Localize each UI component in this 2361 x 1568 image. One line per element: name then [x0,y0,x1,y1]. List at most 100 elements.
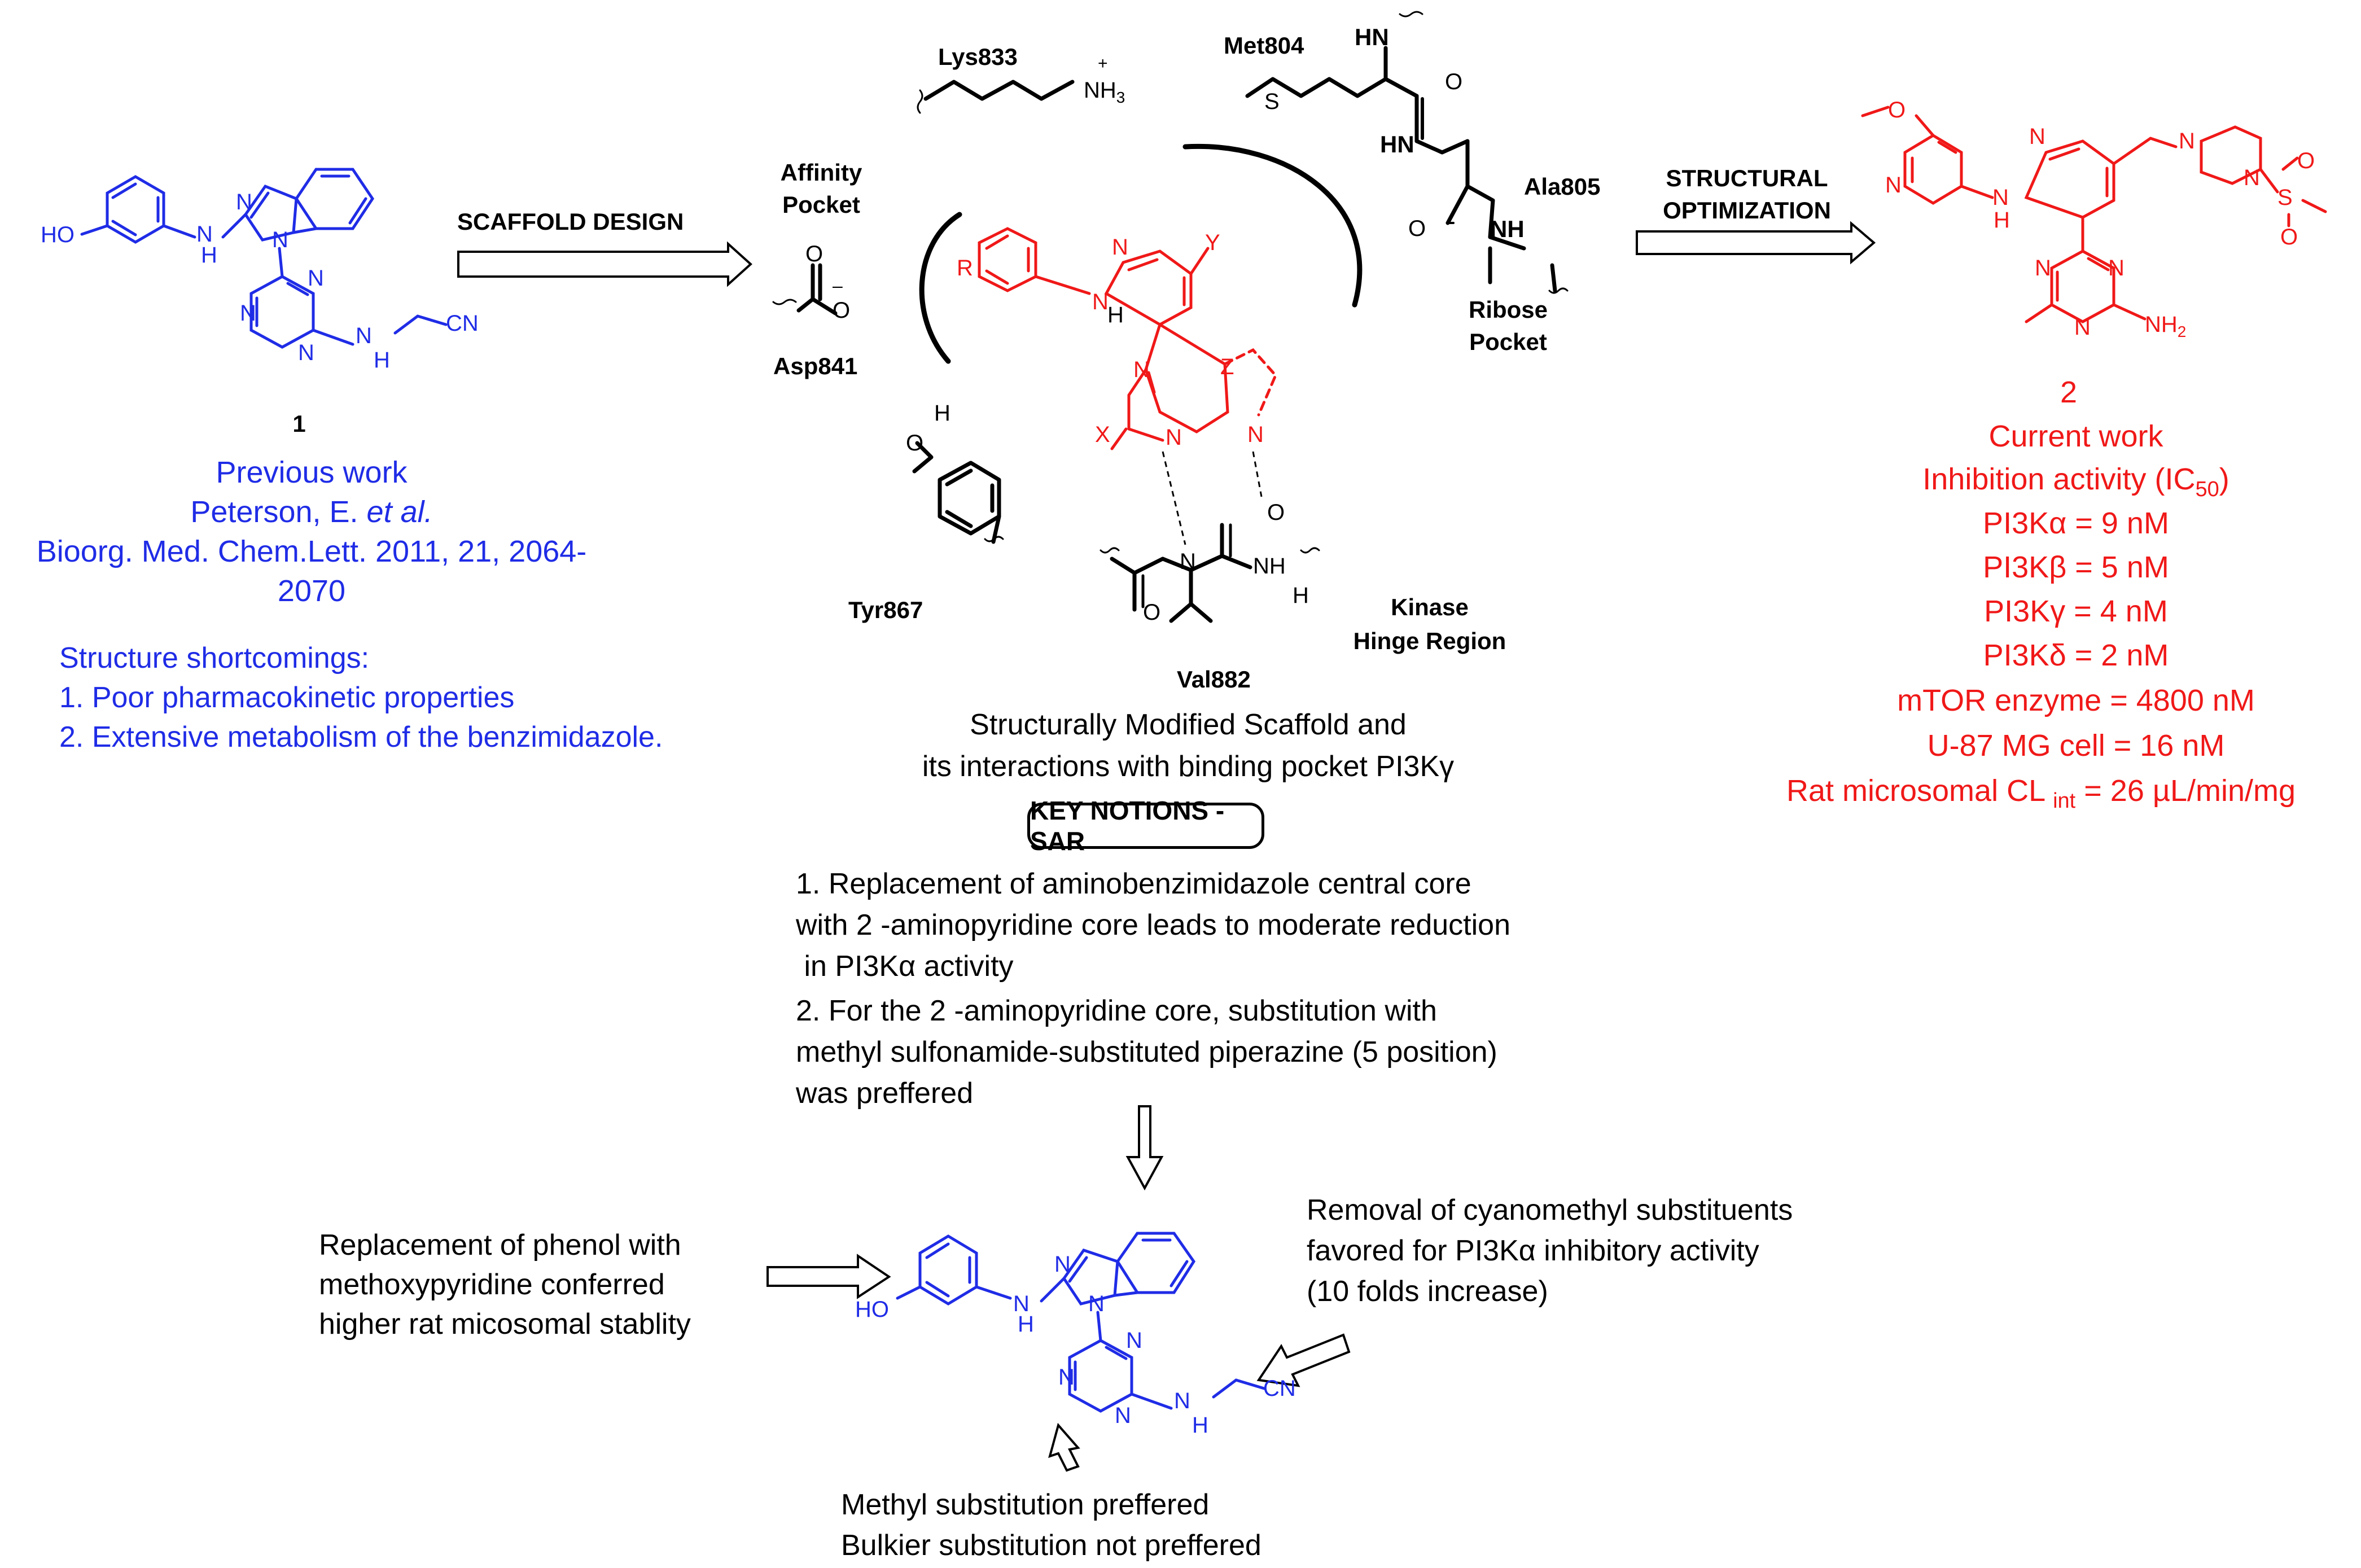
c2-activity-pi3k-gamma: PI3Kγ = 4 nM [1984,594,2168,628]
compound-1-structure [80,168,448,349]
c2-caption-current-work: Current work [1988,419,2163,453]
c1-nh-right-h: H [374,348,390,373]
bottom-nh-right-h: H [1192,1413,1208,1438]
key-notion-line-5: methyl sulfonamide-substituted piperazin… [796,1036,1497,1068]
affinity-pocket-label-1: Affinity [780,159,862,186]
tyr867-o: O [906,431,924,455]
c2-nh-h: H [1994,208,2010,233]
right-note-line-1: Removal of cyanomethyl substituents [1307,1194,1793,1227]
scaffold-n1: N [1133,357,1150,382]
kinase-hinge-label-2: Hinge Region [1353,628,1506,654]
asp841-minus: – [833,275,843,296]
ala805-nh: NH [1490,216,1525,242]
ala805-o: O [1408,216,1426,241]
bottom-ho-atom: HO [855,1297,889,1322]
val882-label: Val882 [1177,666,1251,693]
scaffold-y: Y [1205,230,1220,255]
compound-2-number: 2 [2060,375,2078,409]
ribose-pocket-label-1: Ribose [1468,296,1548,323]
left-note-line-2: methoxypyridine conferred [319,1268,665,1301]
bottom-note-line-1: Methyl substitution preffered [841,1488,1210,1521]
val882-o1: O [1143,600,1161,625]
affinity-pocket-label-2: Pocket [782,191,860,218]
lys833-label: Lys833 [938,43,1018,70]
right-note-arrow [1256,1333,1351,1387]
bottom-triazine-n2: N [1058,1365,1075,1390]
c2-piperazine-n2: N [2244,165,2260,190]
bottom-triazine-n3: N [1115,1403,1131,1428]
compound-1-number: 1 [292,410,306,437]
structural-optimization-label-2: OPTIMIZATION [1663,197,1831,224]
key-notion-line-2: with 2 -aminopyridine core leads to mode… [796,909,1511,941]
ala805-label: Ala805 [1524,173,1601,200]
lys833-plus: + [1098,54,1108,73]
bottom-triazine-n1: N [1126,1328,1142,1353]
c2-activity-microsomal: Rat microsomal CL int = 26 µL/min/mg [1786,774,2296,813]
binding-caption-1: Structurally Modified Scaffold and [970,708,1407,741]
right-note-line-2: favored for PI3Kα inhibitory activity [1307,1234,1759,1267]
c2-sulfonyl-o2: O [2280,225,2298,249]
c2-activity-pi3k-beta: PI3Kβ = 5 nM [1983,550,2169,584]
c2-nh2: NH2 [2145,312,2187,340]
scaffold-pyridine-n: N [1112,235,1128,260]
key-notion-line-3: in PI3Kα activity [796,950,1014,983]
c2-triazine-n3: N [2074,315,2091,340]
structural-optimization-arrow [1636,221,1876,265]
c1-imid-n1: N [272,227,288,252]
c1-ho-atom: HO [41,222,75,247]
c2-nh-n: N [1992,185,2009,210]
scaffold-x: X [1095,422,1110,447]
met804-label: Met804 [1224,32,1304,59]
c1-caption-journal: Bioorg. Med. Chem.Lett. 2011, 21, 2064- [36,535,587,568]
binding-site-structure [772,11,1569,623]
c2-methoxy-o: O [1888,98,1906,122]
c2-caption-inhibition: Inhibition activity (IC50) [1922,462,2229,501]
bottom-note-line-2: Bulkier substitution not preffered [841,1529,1261,1562]
lys833-nh3: NH3 [1084,78,1125,106]
bottom-compound-structure [896,1232,1266,1413]
c2-piperazine-n1: N [2179,129,2195,154]
met804-o1: O [1445,69,1463,94]
scaffold-r: R [957,256,973,281]
scaffold-nh-n: N [1092,290,1109,314]
c1-shortcomings-title: Structure shortcomings: [59,642,370,674]
c1-triazine-n2: N [240,301,256,326]
c1-imid-n3: N [236,190,252,214]
compound-2-structure [1861,106,2327,323]
hydrogen-bonds [1162,451,1263,545]
c2-sulfonyl-o1: O [2297,148,2315,173]
val882-o2: O [1267,500,1285,525]
val882-h: H [1293,583,1309,608]
c1-shortcoming-1: 1. Poor pharmacokinetic properties [59,681,515,714]
structural-optimization-label-1: STRUCTURAL [1666,165,1828,191]
bottom-imid-n1: N [1088,1291,1105,1316]
c1-caption-previous-work: Previous work [216,455,408,489]
left-note-arrow [766,1254,891,1299]
left-note-line-1: Replacement of phenol with [319,1229,681,1262]
key-notion-line-1: 1. Replacement of aminobenzimidazole cen… [796,868,1471,900]
scaffold-design-label: SCAFFOLD DESIGN [457,208,684,235]
c2-activity-mtor: mTOR enzyme = 4800 nM [1897,684,2255,717]
c2-activity-u87-cell: U-87 MG cell = 16 nM [1927,729,2225,763]
key-notion-line-4: 2. For the 2 -aminopyridine core, substi… [796,995,1437,1027]
asp841-label: Asp841 [773,353,858,379]
tyr867-label: Tyr867 [848,597,923,623]
c1-triazine-n3: N [298,340,314,365]
left-note-line-3: higher rat micosomal stablity [319,1308,691,1341]
scaffold-design-arrow [457,241,752,287]
bottom-cn-group: CN [1263,1376,1296,1401]
scaffold-n2: N [1166,425,1182,450]
c1-nh-right-n: N [356,323,372,348]
c1-cn-group: CN [446,311,479,336]
c1-nh-left-n: N [196,222,213,247]
c1-caption-pages: 2070 [277,574,346,608]
val882-nh: NH [1253,554,1286,579]
c2-sulfonyl-s: S [2277,185,2293,210]
right-note-line-3: (10 folds increase) [1307,1275,1548,1308]
c1-nh-left-h: H [201,243,217,268]
met804-hn: HN [1355,24,1389,50]
val882-n: N [1180,549,1196,574]
met804-s: S [1264,89,1280,114]
